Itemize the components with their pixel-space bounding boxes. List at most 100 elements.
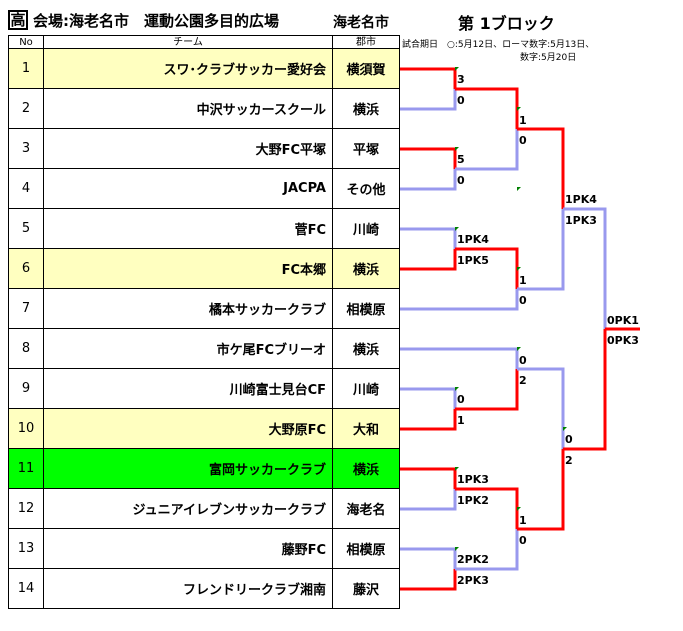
bracket-line-12 (400, 569, 457, 591)
score-r2d-top: 1 (519, 514, 527, 527)
score-m3-top: 1PK4 (457, 233, 489, 246)
score-m2-top: 5 (457, 153, 465, 166)
match-flag-icon (517, 187, 521, 191)
team-number: 13 (8, 528, 44, 569)
bracket-line-14 (455, 129, 519, 171)
match-flag-icon (455, 147, 459, 151)
bracket-line-11 (400, 547, 457, 569)
team-number: 6 (8, 248, 44, 289)
score-m4-bottom: 1 (457, 414, 465, 427)
bracket-line-10 (400, 489, 457, 511)
team-city: 川崎 (332, 208, 400, 249)
team-name: 大野FC平塚 (43, 128, 333, 169)
team-city: その他 (332, 168, 400, 209)
bracket-line-15 (455, 247, 519, 289)
bracket-line-3 (400, 147, 457, 169)
team-number: 3 (8, 128, 44, 169)
team-city: 横須賀 (332, 48, 400, 89)
team-name: ジュニアイレブンサッカークラブ (43, 488, 333, 529)
score-r3a-top: 1PK4 (565, 193, 597, 206)
team-number: 7 (8, 288, 44, 329)
match-flag-icon (455, 547, 459, 551)
bracket-line-13 (455, 87, 519, 129)
match-flag-icon (455, 67, 459, 71)
team-city: 海老名 (332, 488, 400, 529)
team-number: 14 (8, 568, 44, 609)
bracket-line-17 (400, 347, 519, 369)
score-m5-bottom: 1PK2 (457, 494, 489, 507)
score-r2a-bottom: 0 (519, 134, 527, 147)
category-badge: 高 (8, 10, 28, 30)
team-city: 横浜 (332, 88, 400, 129)
match-flag-icon (455, 387, 459, 391)
bracket-line-26 (563, 329, 607, 451)
match-flag-icon (517, 507, 521, 511)
bracket-line-9 (400, 467, 457, 489)
schedule-note-2: 数字:5月20日 (520, 53, 577, 63)
score-r2b-bottom: 0 (519, 294, 527, 307)
team-name: 藤野FC (43, 528, 333, 569)
bracket-line-6 (400, 249, 457, 271)
team-city: 相模原 (332, 288, 400, 329)
score-r2a-top: 1 (519, 114, 527, 127)
bracket-line-7 (400, 387, 457, 409)
score-m3-bottom: 1PK5 (457, 254, 489, 267)
venue-title: 会場:海老名市 運動公園多目的広場 (33, 12, 280, 30)
score-m6-bottom: 2PK3 (457, 574, 489, 587)
match-flag-icon (517, 347, 521, 351)
bracket-line-1 (400, 67, 457, 89)
schedule-note-1: 試合期日 ○:5月12日、ローマ数字:5月13日、 (402, 40, 595, 50)
team-city: 藤沢 (332, 568, 400, 609)
match-flag-icon (455, 227, 459, 231)
bracket-line-25 (563, 207, 607, 329)
team-number: 1 (8, 48, 44, 89)
bracket-line-5 (400, 227, 457, 249)
team-name: フレンドリークラブ湘南 (43, 568, 333, 609)
team-city: 横浜 (332, 328, 400, 369)
bracket-line-22 (517, 209, 565, 291)
bracket-line-2 (400, 89, 457, 111)
team-city: 相模原 (332, 528, 400, 569)
team-number: 4 (8, 168, 44, 209)
score-final-top: 0PK1 (607, 314, 639, 327)
team-number: 11 (8, 448, 44, 489)
team-city: 横浜 (332, 448, 400, 489)
match-flag-icon (455, 467, 459, 471)
score-r3a-bottom: 1PK3 (565, 214, 597, 227)
team-name: 菅FC (43, 208, 333, 249)
score-m6-top: 2PK2 (457, 553, 489, 566)
score-r2c-bottom: 2 (519, 374, 527, 387)
match-flag-icon (517, 107, 521, 111)
host-city: 海老名市 (333, 15, 389, 31)
score-r2c-top: 0 (519, 354, 527, 367)
team-name: JACPA (43, 168, 333, 209)
block-title: 第 1ブロック (458, 14, 555, 33)
bracket-line-4 (400, 169, 457, 191)
bracket-line-23 (517, 367, 565, 449)
team-city: 大和 (332, 408, 400, 449)
team-city: 川崎 (332, 368, 400, 409)
score-m1-bottom: 0 (457, 94, 465, 107)
team-name: 市ケ尾FCブリーオ (43, 328, 333, 369)
score-m2-bottom: 0 (457, 174, 465, 187)
score-final-bottom: 0PK3 (607, 334, 639, 347)
team-number: 12 (8, 488, 44, 529)
bracket-line-20 (455, 529, 519, 571)
score-m1-top: 3 (457, 73, 465, 86)
score-r2b-top: 1 (519, 274, 527, 287)
bracket-line-19 (455, 487, 519, 529)
team-name: 富岡サッカークラブ (43, 448, 333, 489)
